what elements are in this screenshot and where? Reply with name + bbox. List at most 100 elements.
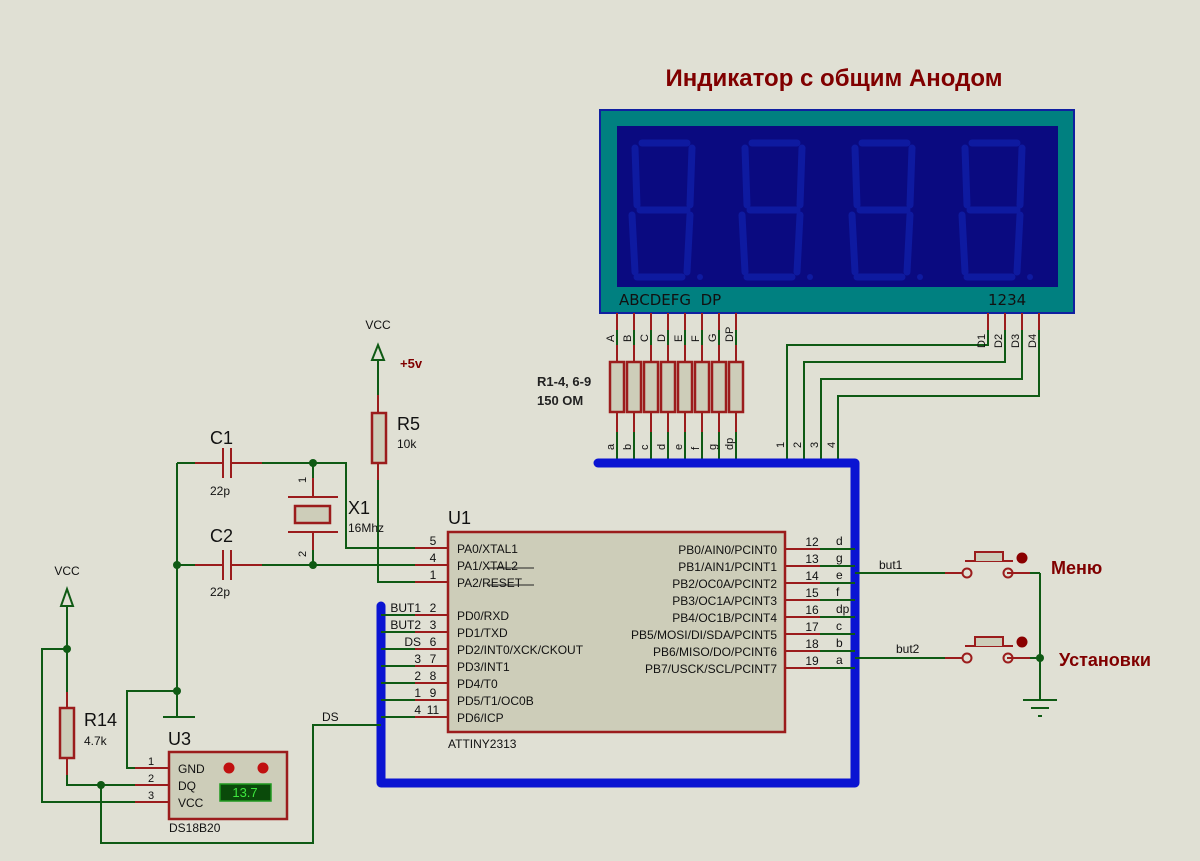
u1-right-pins: 12PB0/AIN0/PCINT0d13PB1/AIN1/PCINT1g14PB… bbox=[631, 534, 855, 676]
pin-net: BUT2 bbox=[390, 618, 421, 632]
pin-net: g bbox=[836, 551, 843, 565]
segment-net-label: a bbox=[605, 443, 617, 450]
digit-pin-label: D4 bbox=[1027, 334, 1039, 348]
pin-number: 14 bbox=[805, 569, 819, 583]
x1-pin2-label: 2 bbox=[297, 551, 309, 557]
crystal-x1[interactable] bbox=[293, 504, 332, 525]
segment bbox=[738, 211, 749, 276]
pin-net: a bbox=[836, 653, 843, 667]
pin-name: PD6/ICP bbox=[457, 711, 504, 725]
resistor[interactable] bbox=[727, 360, 745, 414]
digit-line-4: D44 bbox=[826, 313, 1040, 463]
resistor[interactable] bbox=[693, 360, 711, 414]
digit-labels: 1234 bbox=[988, 291, 1026, 309]
resistor-r14[interactable] bbox=[58, 706, 76, 760]
pin-name: PB2/OC0A/PCINT2 bbox=[672, 577, 777, 591]
decimal-point bbox=[1027, 274, 1033, 280]
resistor[interactable] bbox=[659, 360, 677, 414]
pin-net: DS bbox=[404, 635, 421, 649]
segment-pin-label: B bbox=[622, 335, 634, 342]
segment bbox=[741, 144, 751, 209]
button-settings-label: Установки bbox=[1059, 650, 1151, 670]
pin-number: 5 bbox=[430, 534, 437, 548]
vcc-left-label: VCC bbox=[54, 564, 80, 578]
resistor[interactable] bbox=[676, 360, 694, 414]
u3-part: DS18B20 bbox=[169, 821, 221, 835]
vcc-top-voltage: +5v bbox=[400, 356, 423, 371]
pin-number: 7 bbox=[430, 652, 437, 666]
button-menu[interactable]: but1 Меню bbox=[855, 551, 1102, 579]
vcc-left-arrow-icon bbox=[59, 585, 75, 607]
r5-name: R5 bbox=[397, 414, 420, 434]
segment-line-b: Bb bbox=[622, 313, 643, 463]
x1-name: X1 bbox=[348, 498, 370, 518]
pin-number: 15 bbox=[805, 586, 819, 600]
pin-name: PB4/OC1B/PCINT4 bbox=[672, 611, 777, 625]
temp-down-icon[interactable] bbox=[257, 762, 269, 774]
u3-pin2-name: DQ bbox=[178, 779, 196, 793]
vcc-top-arrow-icon bbox=[370, 342, 386, 361]
resistor-r5[interactable] bbox=[370, 411, 388, 465]
capacitor-c2[interactable] bbox=[222, 550, 232, 580]
digit-2 bbox=[738, 139, 813, 281]
temperature-sensor-u3[interactable]: 1 2 3 GND DQ VCC 13.7 bbox=[135, 750, 289, 821]
pin-number: 6 bbox=[430, 635, 437, 649]
schematic-title: Индикатор с общим Анодом bbox=[666, 65, 1003, 92]
pin-net: BUT1 bbox=[390, 601, 421, 615]
x1-value: 16Mhz bbox=[348, 521, 384, 535]
pin-name: PA0/XTAL1 bbox=[457, 542, 518, 556]
segment-pin-label: F bbox=[690, 335, 702, 342]
resistor[interactable] bbox=[608, 360, 626, 414]
pin-name: PD0/RXD bbox=[457, 609, 509, 623]
seven-segment-indicator[interactable]: ABCDEFG DP 1234 bbox=[599, 109, 1075, 314]
c1-value: 22p bbox=[210, 484, 230, 498]
pin-number: 3 bbox=[430, 618, 437, 632]
pin-name: PD3/INT1 bbox=[457, 660, 510, 674]
digit-pin-label: D3 bbox=[1010, 334, 1022, 348]
pin-name: PA2/RESET bbox=[457, 576, 523, 590]
digit-line-3: D33 bbox=[809, 313, 1023, 463]
button-settings[interactable]: but2 Установки bbox=[855, 636, 1151, 671]
digit-1 bbox=[628, 139, 703, 281]
pin-number: 18 bbox=[805, 637, 819, 651]
digit-line-1: D11 bbox=[775, 313, 989, 463]
segment-net-label: dp bbox=[724, 438, 736, 450]
u3-pin1-num: 1 bbox=[148, 756, 154, 768]
capacitor-c1[interactable] bbox=[222, 448, 232, 478]
resistor[interactable] bbox=[625, 360, 643, 414]
pin-net: 4 bbox=[414, 703, 421, 717]
pin-name: PB3/OC1A/PCINT3 bbox=[672, 594, 777, 608]
digit-pin-label: D1 bbox=[976, 334, 988, 348]
resistor[interactable] bbox=[710, 360, 728, 414]
segment bbox=[906, 144, 916, 209]
pin-number: 16 bbox=[805, 603, 819, 617]
segment bbox=[683, 211, 694, 276]
resistor-array-value: 150 OM bbox=[537, 393, 583, 408]
pin-net: f bbox=[836, 585, 840, 599]
temp-up-icon[interactable] bbox=[223, 762, 235, 774]
segment-line-g: Gg bbox=[707, 313, 728, 463]
microcontroller-u1[interactable] bbox=[446, 530, 787, 734]
resistor[interactable] bbox=[642, 360, 660, 414]
